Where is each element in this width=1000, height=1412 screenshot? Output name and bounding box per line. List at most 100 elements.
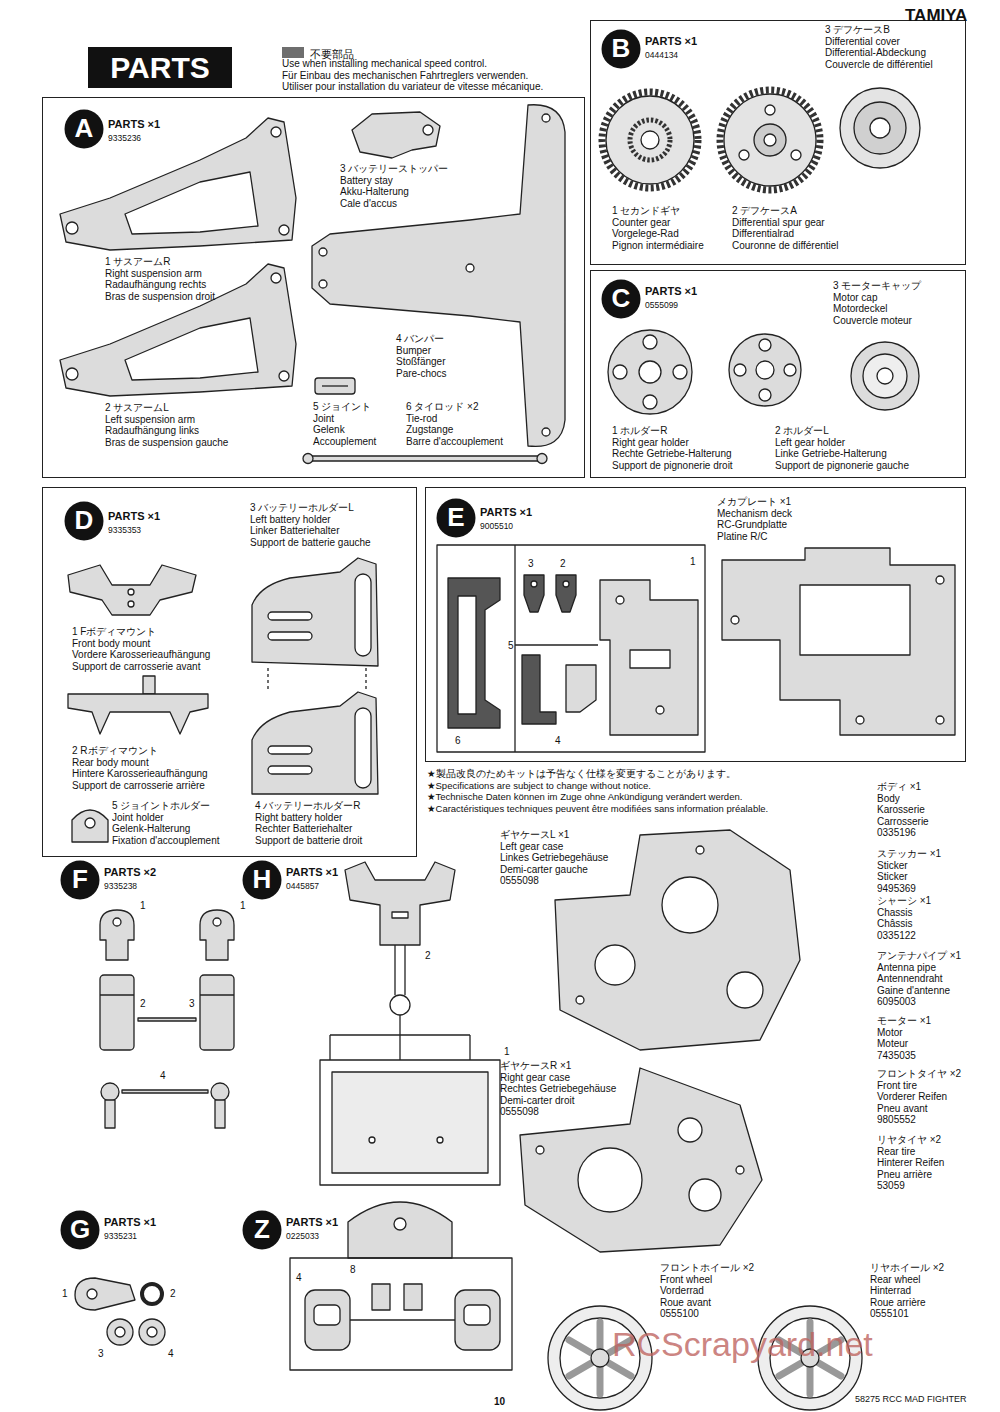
part-label: Differential cover bbox=[825, 36, 900, 48]
part-label: Differential spur gear bbox=[732, 217, 825, 229]
callout-number: 1 bbox=[140, 900, 146, 912]
callout-number: 6 bbox=[455, 735, 461, 747]
battery-stay bbox=[352, 112, 440, 158]
front-body-mount bbox=[68, 565, 196, 615]
parts-count: PARTS ×1 bbox=[645, 285, 697, 298]
parts-count: PARTS ×1 bbox=[480, 506, 532, 519]
part-label: Motor bbox=[877, 1027, 903, 1039]
parts-panel: PARTS ×19005510E bbox=[425, 487, 966, 762]
part-number: 0225033 bbox=[286, 1232, 319, 1242]
part-label: Radaufhängung links bbox=[105, 425, 199, 437]
part-label: Linke Getriebe-Halterung bbox=[775, 448, 887, 460]
part-label: Gelenk bbox=[313, 424, 345, 436]
note: ★Technische Daten können im Zuge ohne An… bbox=[427, 791, 742, 803]
battery-holder bbox=[252, 558, 378, 666]
part-label: 5 ジョイント bbox=[313, 401, 371, 413]
panel-letter-text: F bbox=[72, 865, 88, 895]
note: ★製品改良のためキットは予告なく仕様を変更することがあります。 bbox=[427, 768, 736, 780]
part-label: 2 Rボディマウント bbox=[72, 745, 158, 757]
part-label: Support de pignonerie droit bbox=[612, 460, 733, 472]
part-label: 6 タイロッド ×2 bbox=[406, 401, 479, 413]
counter-gear bbox=[602, 92, 698, 188]
part-label: Support de batterie gauche bbox=[250, 537, 371, 549]
part-label: Joint bbox=[313, 413, 334, 425]
part-label: 0555098 bbox=[500, 875, 539, 887]
part-label: Radaufhängung rechts bbox=[105, 279, 206, 291]
mechanism-deck bbox=[722, 548, 955, 735]
part-label: Hintere Karosserieaufhängung bbox=[72, 768, 208, 780]
part-label: Stoßfänger bbox=[396, 356, 445, 368]
part-label: Bras de suspension gauche bbox=[105, 437, 228, 449]
part-label: Vorgelege-Rad bbox=[612, 228, 679, 240]
part-label: フロントホイール ×2 bbox=[660, 1262, 754, 1274]
part-label: 4 バッテリーホルダーR bbox=[255, 800, 361, 812]
part-label: 0335196 bbox=[877, 827, 916, 839]
part-label: Front tire bbox=[877, 1080, 917, 1092]
part-label: モーター ×1 bbox=[877, 1015, 931, 1027]
parts-count: PARTS ×1 bbox=[286, 1216, 338, 1229]
callout-number: 8 bbox=[350, 1264, 356, 1276]
part-label: Right suspension arm bbox=[105, 268, 202, 280]
part-label: リヤタイヤ ×2 bbox=[877, 1134, 941, 1146]
parts-count: PARTS ×1 bbox=[108, 118, 160, 131]
part-label: Rechtes Getriebegehäuse bbox=[500, 1083, 616, 1095]
panel-letter-text: D bbox=[75, 506, 94, 536]
callout-number: 4 bbox=[168, 1348, 174, 1360]
callout-number: 3 bbox=[98, 1348, 104, 1360]
part-label: Vorderer Reifen bbox=[877, 1091, 947, 1103]
part-label: Cale d'accus bbox=[340, 198, 397, 210]
part-label: 53059 bbox=[877, 1180, 905, 1192]
panel-letter: B bbox=[601, 29, 641, 69]
part-label: シャーシ ×1 bbox=[877, 895, 931, 907]
panel-letter-text: E bbox=[447, 503, 464, 533]
part-label: Accouplement bbox=[313, 436, 376, 448]
note: ★Caractéristiques techniques peuvent êtr… bbox=[427, 803, 768, 815]
watermark: RCScrapyard.net bbox=[612, 1325, 873, 1364]
part-label: Barre d'accouplement bbox=[406, 436, 503, 448]
header-box: PARTS bbox=[88, 47, 232, 88]
gear-holder bbox=[608, 330, 692, 414]
joint bbox=[315, 378, 355, 394]
part-number: 9335231 bbox=[104, 1232, 137, 1242]
parts-count: PARTS ×1 bbox=[104, 1216, 156, 1229]
part-label: Support de pignonerie gauche bbox=[775, 460, 909, 472]
part-label: アンテナパイプ ×1 bbox=[877, 950, 961, 962]
part-label: Demi-carter droit bbox=[500, 1095, 574, 1107]
part-label: Vordere Karosserieaufhängung bbox=[72, 649, 210, 661]
part-label: Differential-Abdeckung bbox=[825, 47, 926, 59]
part-label: メカプレート ×1 bbox=[717, 496, 791, 508]
callout-number: 2 bbox=[140, 998, 146, 1010]
callout-number: 2 bbox=[425, 950, 431, 962]
part-label: Roue avant bbox=[660, 1297, 711, 1309]
part-number: 0555099 bbox=[645, 301, 678, 311]
part-label: Chassis bbox=[877, 907, 913, 919]
part-label: Karosserie bbox=[877, 804, 925, 816]
panel-letter-text: G bbox=[70, 1215, 90, 1245]
footer: 58275 RCC MAD FIGHTER bbox=[855, 1394, 967, 1406]
callout-number: 3 bbox=[528, 558, 534, 570]
differential-cover bbox=[840, 88, 920, 168]
bumper bbox=[312, 105, 565, 447]
part-label: Right gear case bbox=[500, 1072, 570, 1084]
part-label: 1 ホルダーR bbox=[612, 425, 668, 437]
part-label: 1 セカンドギヤ bbox=[612, 205, 680, 217]
part-label: Sticker bbox=[877, 871, 908, 883]
part-label: 5 ジョイントホルダー bbox=[112, 800, 210, 812]
part-label: Hinterer Reifen bbox=[877, 1157, 944, 1169]
part-label: Joint holder bbox=[112, 812, 164, 824]
part-label: リヤホイール ×2 bbox=[870, 1262, 944, 1274]
header-text: PARTS bbox=[110, 50, 209, 85]
part-label: Châssis bbox=[877, 918, 913, 930]
panel-letter-text: H bbox=[253, 865, 272, 895]
part-label: Rechter Batteriehalter bbox=[255, 823, 352, 835]
part-label: 0555101 bbox=[870, 1308, 909, 1320]
part-label: Platine R/C bbox=[717, 531, 768, 543]
callout-number: 5 bbox=[508, 640, 514, 652]
callout-number: 3 bbox=[189, 998, 195, 1010]
part-number: 9335353 bbox=[108, 526, 141, 536]
panel-letter: C bbox=[601, 279, 641, 319]
part-label: Right battery holder bbox=[255, 812, 342, 824]
callout-number: 1 bbox=[690, 556, 696, 568]
part-label: 9805552 bbox=[877, 1114, 916, 1126]
